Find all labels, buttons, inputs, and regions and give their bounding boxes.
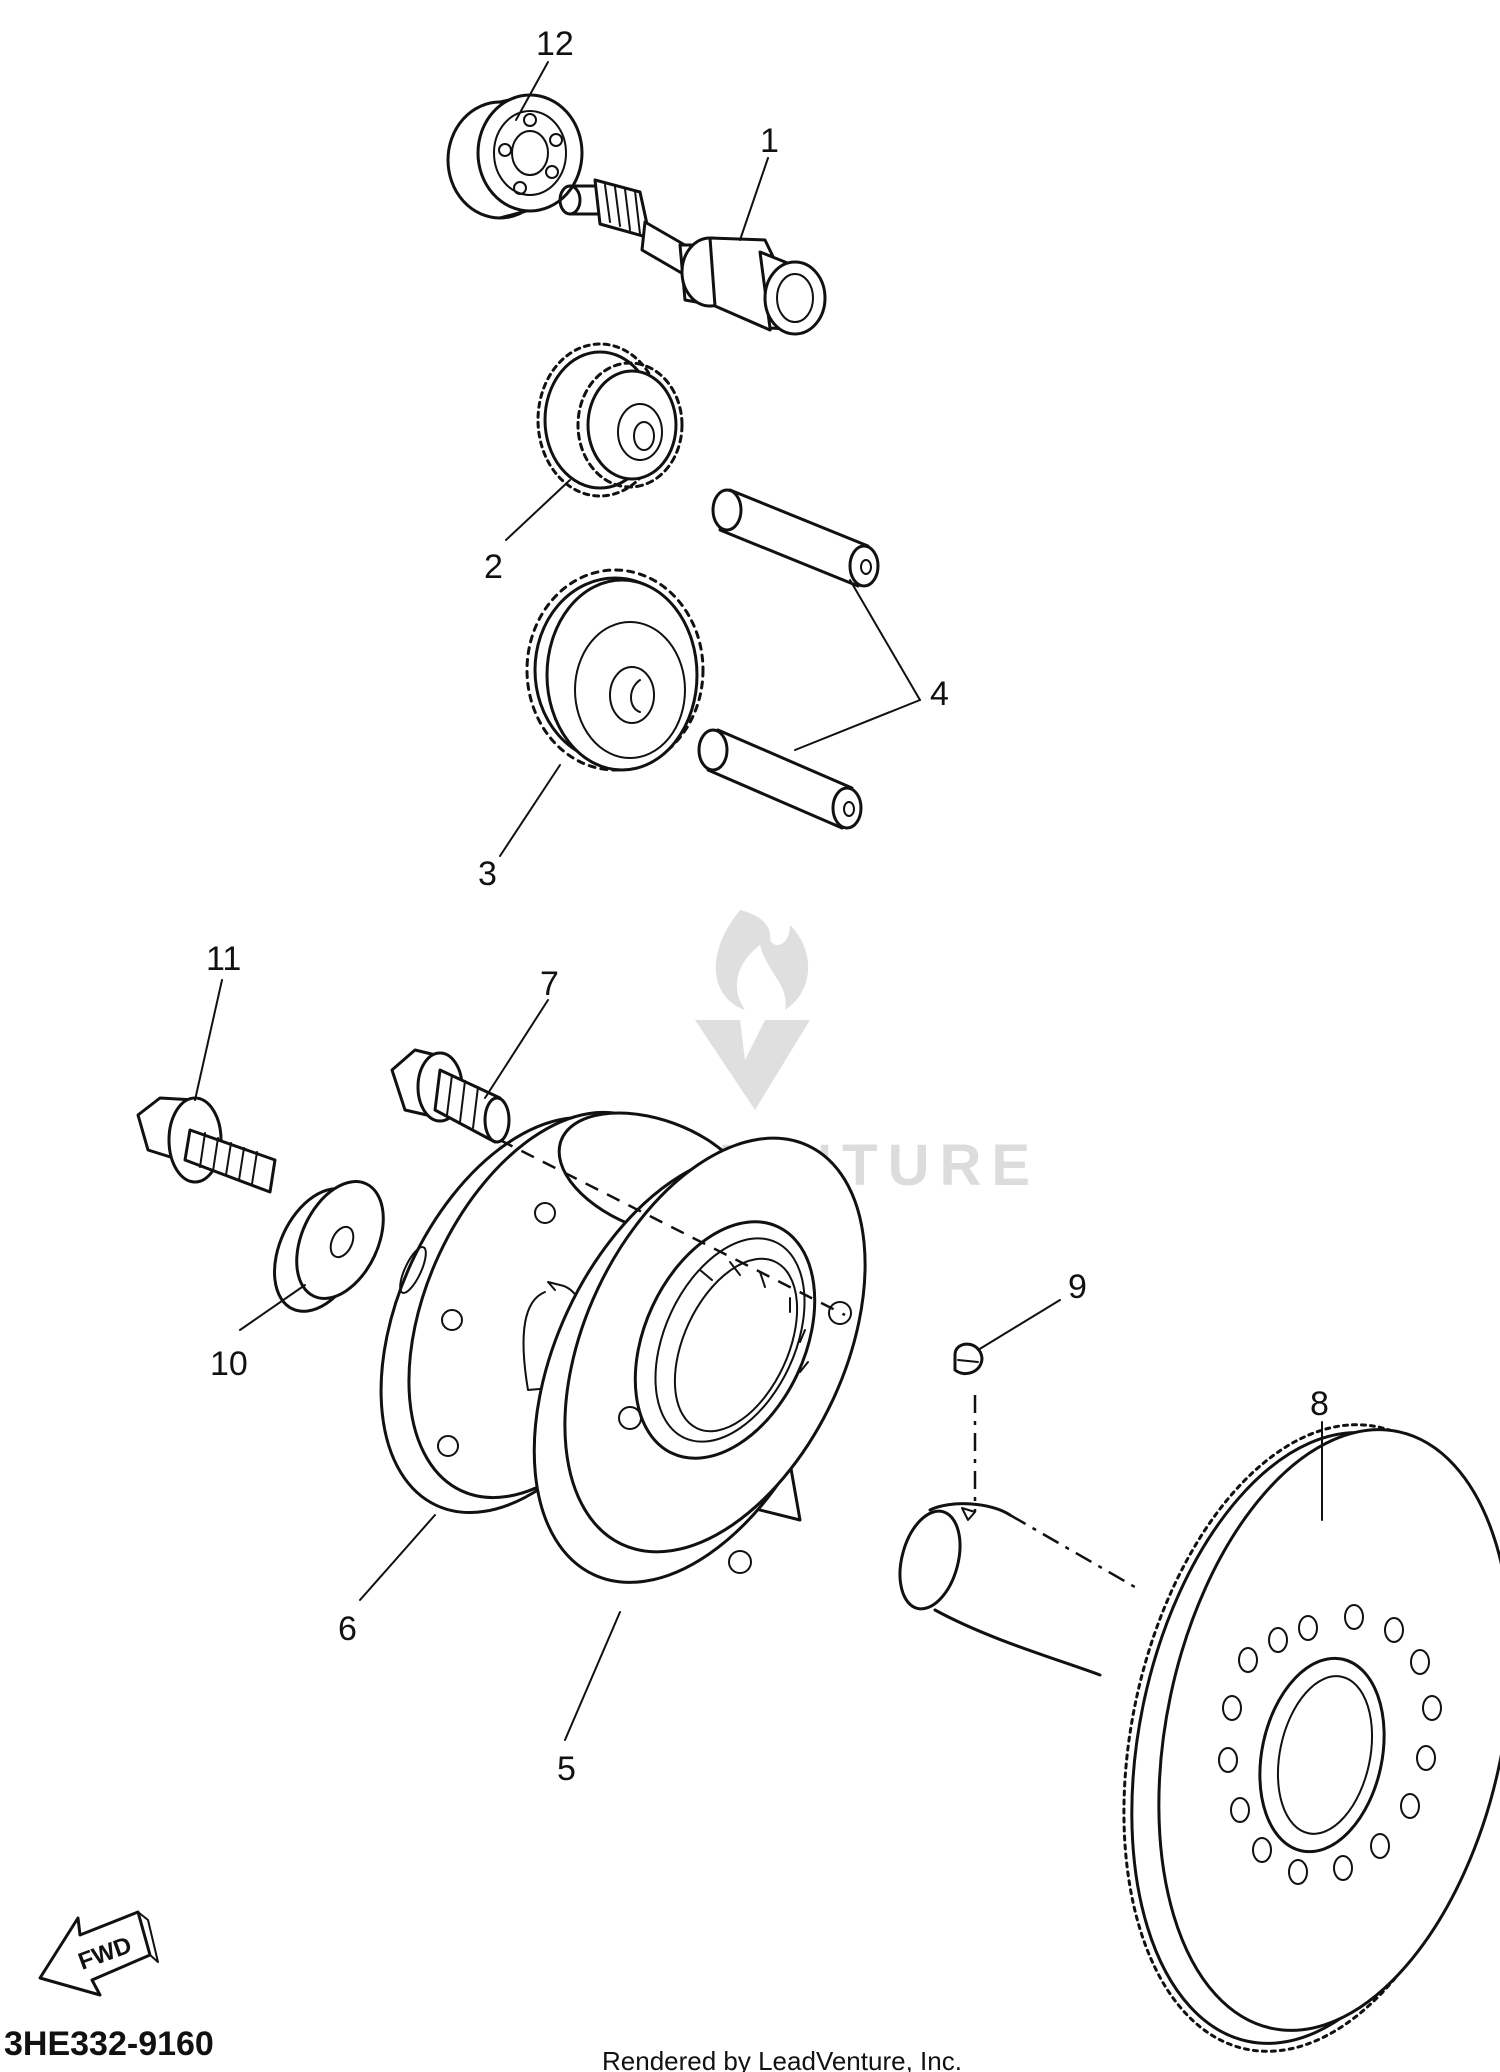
- callouts: 12 1 2 4 3 11 7 9 10 8 6 5: [206, 25, 1329, 1788]
- part-4-pin-upper[interactable]: [711, 488, 880, 588]
- part-8-wheel-gear[interactable]: [1070, 1390, 1500, 2072]
- callout-1[interactable]: 1: [760, 122, 779, 160]
- callout-10[interactable]: 10: [210, 1345, 248, 1383]
- wheel-gear-holes: [1218, 1604, 1442, 1885]
- part-3-gear[interactable]: [525, 568, 705, 772]
- callout-9[interactable]: 9: [1068, 1268, 1087, 1306]
- callout-7[interactable]: 7: [540, 965, 559, 1003]
- part-5-clutch[interactable]: [471, 1089, 926, 1632]
- callout-8[interactable]: 8: [1310, 1385, 1329, 1423]
- part-12-bearing[interactable]: [446, 93, 584, 220]
- part-7-bolt[interactable]: [390, 1048, 511, 1144]
- part-1-shaft[interactable]: [558, 178, 827, 336]
- leadventure-flame-logo: [695, 910, 810, 1110]
- part-2-gear[interactable]: [536, 342, 684, 498]
- assembly-line-bolt: [499, 1138, 846, 1317]
- part-10-washer[interactable]: [256, 1168, 400, 1326]
- crankshaft-end: [898, 1502, 1141, 1677]
- callout-5[interactable]: 5: [557, 1750, 576, 1788]
- part-9-key[interactable]: [953, 1342, 984, 1375]
- callout-3[interactable]: 3: [478, 855, 497, 893]
- leader-lines: [194, 61, 1323, 1741]
- diagram-code: 3HE332-9160: [4, 2025, 214, 2063]
- callout-6[interactable]: 6: [338, 1610, 357, 1648]
- callout-11[interactable]: 11: [206, 940, 241, 978]
- fwd-arrow: FWD: [38, 1910, 159, 1997]
- part-4-pin-lower[interactable]: [697, 728, 863, 830]
- render-credit: Rendered by LeadVenture, Inc.: [602, 2046, 962, 2072]
- callout-12[interactable]: 12: [536, 25, 574, 63]
- callout-4[interactable]: 4: [930, 675, 949, 713]
- part-11-bolt[interactable]: [136, 1096, 277, 1194]
- callout-2[interactable]: 2: [484, 548, 503, 586]
